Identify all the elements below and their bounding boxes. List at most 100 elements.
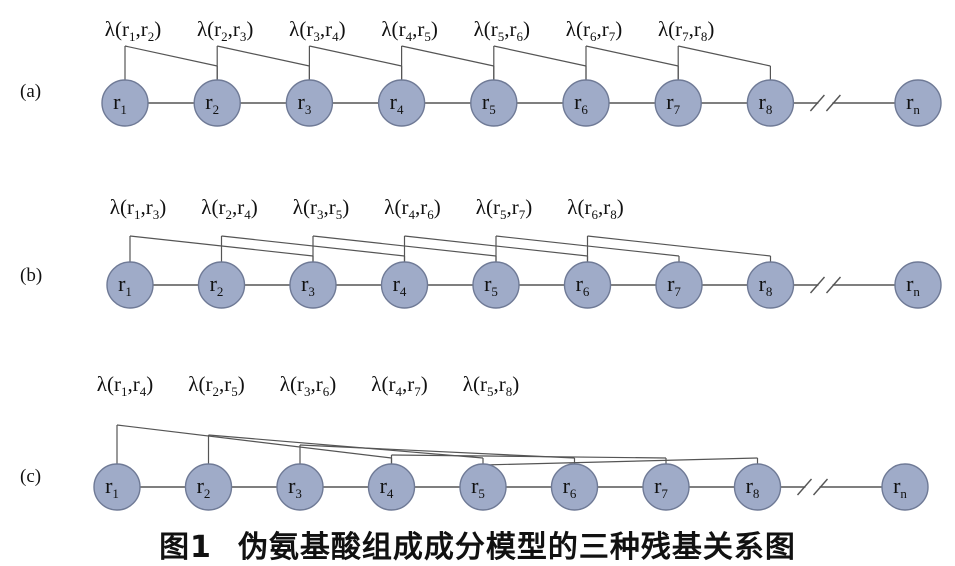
panel-b: (b)λ(r1,r3)λ(r2,r4)λ(r3,r5)λ(r4,r6)λ(r5,… bbox=[20, 195, 942, 309]
relation-link bbox=[308, 45, 403, 80]
residue-label: rn bbox=[906, 271, 920, 299]
residue-node: r6 bbox=[563, 261, 612, 309]
residue-circle bbox=[184, 463, 233, 511]
residue-circle bbox=[377, 79, 426, 127]
residue-circle bbox=[894, 261, 942, 309]
residue-node: r4 bbox=[380, 261, 429, 309]
panel-label: (a) bbox=[20, 81, 41, 102]
residue-label: rn bbox=[906, 89, 920, 117]
panel-c: (c)λ(r1,r4)λ(r2,r5)λ(r3,r6)λ(r4,r7)λ(r5,… bbox=[20, 372, 929, 511]
link-connector bbox=[493, 45, 587, 67]
residue-circle bbox=[894, 79, 942, 127]
relation-link bbox=[401, 45, 495, 80]
residue-node: r1 bbox=[93, 463, 141, 511]
residue-circle bbox=[881, 463, 929, 511]
residue-label: r5 bbox=[484, 271, 498, 299]
residue-label: r8 bbox=[746, 473, 760, 501]
residue-circle bbox=[197, 261, 246, 309]
relation-label: λ(r5,r6) bbox=[474, 17, 530, 44]
link-connector bbox=[299, 444, 575, 459]
relation-link bbox=[207, 434, 484, 464]
residue-circle bbox=[550, 463, 599, 511]
residue-node: r4 bbox=[377, 79, 426, 127]
residue-node: rn bbox=[881, 463, 929, 511]
residue-circle bbox=[106, 261, 154, 309]
residue-label: r3 bbox=[301, 271, 315, 299]
relation-link bbox=[585, 45, 679, 80]
residue-node: r8 bbox=[746, 79, 795, 127]
link-connector bbox=[208, 434, 484, 459]
residue-circle bbox=[472, 261, 520, 309]
residue-label: r1 bbox=[105, 473, 119, 501]
link-connector bbox=[585, 45, 679, 67]
relation-label: λ(r7,r8) bbox=[658, 17, 714, 44]
residue-node: rn bbox=[894, 79, 942, 127]
residue-label: r2 bbox=[205, 89, 219, 117]
panel-label: (b) bbox=[20, 265, 42, 286]
link-connector bbox=[401, 45, 494, 67]
relation-label: λ(r2,r5) bbox=[188, 372, 244, 399]
residue-label: r1 bbox=[118, 271, 132, 299]
relation-label: λ(r6,r7) bbox=[566, 17, 622, 44]
residue-label: r6 bbox=[563, 473, 577, 501]
residue-circle bbox=[367, 463, 416, 511]
residue-label: r3 bbox=[288, 473, 302, 501]
relation-link bbox=[124, 45, 218, 80]
residue-circle bbox=[746, 79, 795, 127]
residue-circle bbox=[285, 79, 334, 127]
residue-relation-diagram: (a)λ(r1,r2)λ(r2,r3)λ(r3,r4)λ(r4,r5)λ(r5,… bbox=[20, 17, 942, 511]
relation-link bbox=[116, 424, 393, 464]
residue-node: r7 bbox=[654, 79, 702, 127]
break-mark bbox=[809, 94, 825, 112]
relation-link bbox=[390, 454, 667, 464]
residue-circle bbox=[470, 79, 518, 127]
residue-label: r7 bbox=[666, 89, 680, 117]
residue-circle bbox=[101, 79, 149, 127]
residue-circle bbox=[289, 261, 337, 309]
residue-node: rn bbox=[894, 261, 942, 309]
residue-label: r2 bbox=[197, 473, 211, 501]
residue-circle bbox=[562, 79, 610, 127]
relation-label: λ(r3,r6) bbox=[280, 372, 336, 399]
residue-node: r5 bbox=[472, 261, 520, 309]
residue-label: r5 bbox=[471, 473, 485, 501]
residue-node: r6 bbox=[550, 463, 599, 511]
residue-label: r8 bbox=[758, 89, 772, 117]
link-connector bbox=[124, 45, 218, 67]
residue-circle bbox=[276, 463, 324, 511]
residue-node: r3 bbox=[289, 261, 337, 309]
residue-circle bbox=[746, 261, 795, 309]
relation-label: λ(r1,r2) bbox=[105, 17, 161, 44]
relation-link bbox=[677, 45, 772, 80]
link-connector bbox=[587, 235, 771, 257]
residue-node: r7 bbox=[655, 261, 703, 309]
residue-node: r5 bbox=[470, 79, 518, 127]
residue-circle bbox=[459, 463, 507, 511]
panel-label: (c) bbox=[20, 466, 41, 487]
residue-node: r3 bbox=[285, 79, 334, 127]
residue-label: r4 bbox=[380, 473, 394, 501]
residue-node: r3 bbox=[276, 463, 324, 511]
residue-circle bbox=[733, 463, 782, 511]
relation-label: λ(r3,r5) bbox=[293, 195, 349, 222]
residue-node: r2 bbox=[193, 79, 241, 127]
link-connector bbox=[678, 45, 771, 67]
residue-circle bbox=[563, 261, 612, 309]
panel-a: (a)λ(r1,r2)λ(r2,r3)λ(r3,r4)λ(r4,r5)λ(r5,… bbox=[20, 17, 942, 127]
residue-node: r2 bbox=[197, 261, 246, 309]
residue-circle bbox=[655, 261, 703, 309]
relation-label: λ(r5,r7) bbox=[476, 195, 532, 222]
link-connector bbox=[482, 457, 758, 466]
relation-label: λ(r1,r3) bbox=[110, 195, 166, 222]
break-mark bbox=[809, 276, 826, 294]
relation-link bbox=[586, 235, 772, 262]
residue-circle bbox=[380, 261, 429, 309]
relation-link bbox=[493, 45, 587, 80]
residue-node: r2 bbox=[184, 463, 233, 511]
residue-label: r6 bbox=[574, 89, 588, 117]
relation-label: λ(r4,r5) bbox=[381, 17, 437, 44]
residue-label: r2 bbox=[210, 271, 224, 299]
residue-circle bbox=[93, 463, 141, 511]
residue-node: r6 bbox=[562, 79, 610, 127]
